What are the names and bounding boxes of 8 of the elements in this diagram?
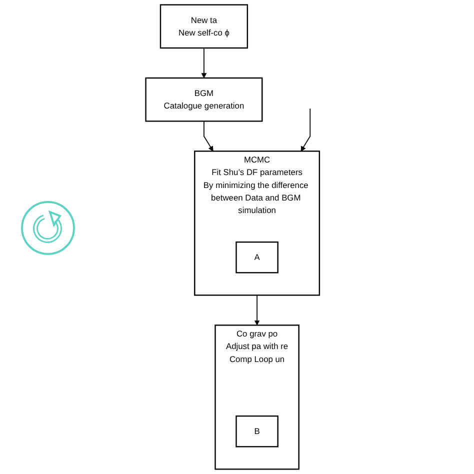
node-box: B <box>236 415 278 448</box>
arrow <box>204 120 214 152</box>
arrow <box>300 108 311 152</box>
node-box: New ta New self-co ϕ <box>160 4 248 49</box>
arrow <box>201 48 207 78</box>
node-box: BGM Catalogue generation <box>145 77 263 122</box>
arrow <box>254 294 260 326</box>
node-box: A <box>236 242 278 274</box>
